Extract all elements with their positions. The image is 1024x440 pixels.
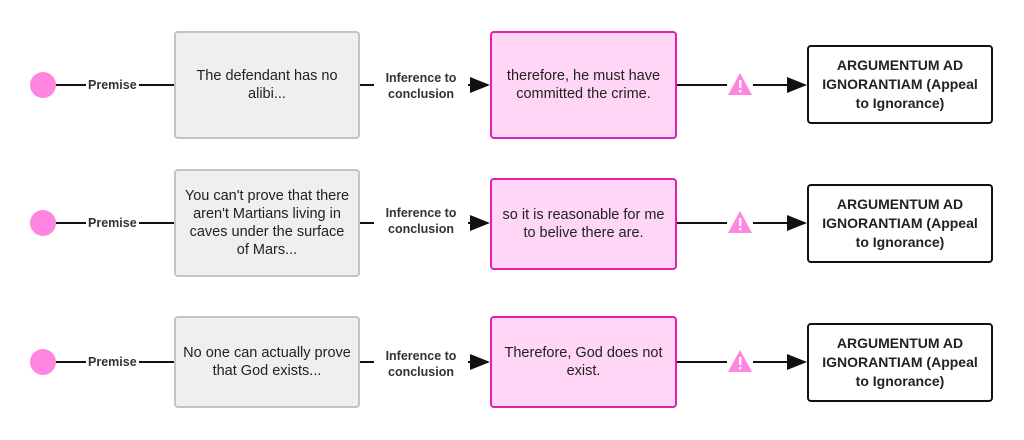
start-node bbox=[30, 210, 56, 236]
premise-edge-label: Premise bbox=[86, 354, 139, 370]
premise-edge-label: Premise bbox=[86, 215, 139, 231]
warning-icon bbox=[727, 72, 753, 96]
inference-edge-label: Inference to conclusion bbox=[374, 348, 468, 380]
conclusion-box: so it is reasonable for me to belive the… bbox=[490, 178, 677, 270]
conclusion-box: Therefore, God does not exist. bbox=[490, 316, 677, 408]
warning-icon bbox=[727, 210, 753, 234]
start-node bbox=[30, 349, 56, 375]
fallacy-box: ARGUMENTUM AD IGNORANTIAM (Appeal to Ign… bbox=[807, 323, 993, 402]
conclusion-box: therefore, he must have committed the cr… bbox=[490, 31, 677, 139]
start-node bbox=[30, 72, 56, 98]
inference-edge-label: Inference to conclusion bbox=[374, 70, 468, 102]
premise-box: The defendant has no alibi... bbox=[174, 31, 360, 139]
premise-box: You can't prove that there aren't Martia… bbox=[174, 169, 360, 277]
inference-edge-label: Inference to conclusion bbox=[374, 205, 468, 237]
premise-edge-label: Premise bbox=[86, 77, 139, 93]
fallacy-box: ARGUMENTUM AD IGNORANTIAM (Appeal to Ign… bbox=[807, 45, 993, 124]
warning-icon bbox=[727, 349, 753, 373]
premise-box: No one can actually prove that God exist… bbox=[174, 316, 360, 408]
fallacy-box: ARGUMENTUM AD IGNORANTIAM (Appeal to Ign… bbox=[807, 184, 993, 263]
